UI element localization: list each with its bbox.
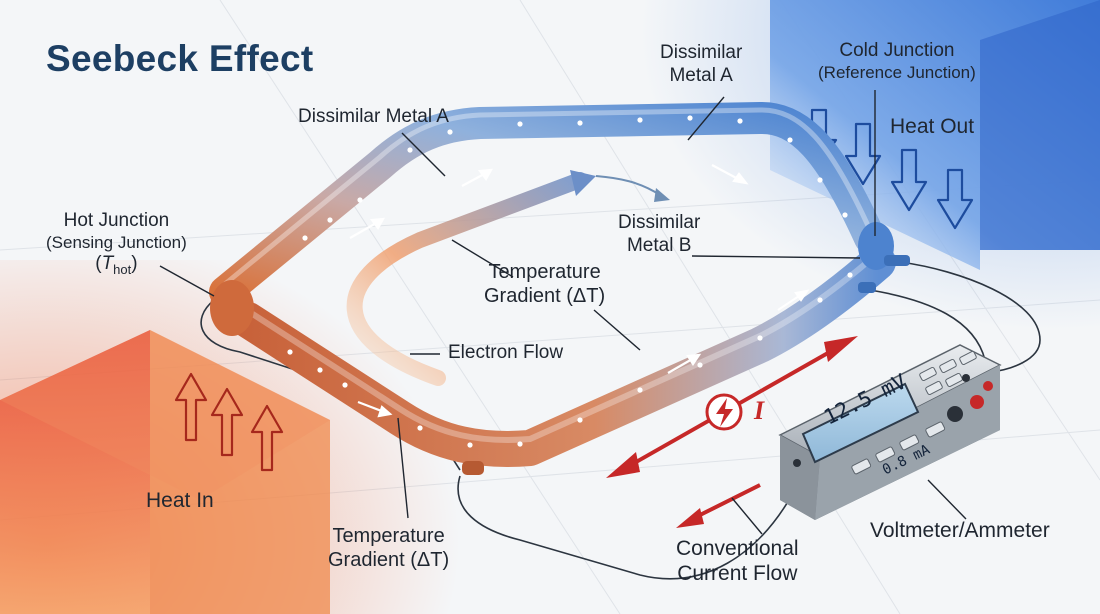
label-heat-in: Heat In (146, 489, 214, 512)
current-symbol-circle (705, 393, 743, 431)
label-metal-a-right: Dissimilar Metal A (660, 42, 743, 86)
page-title: Seebeck Effect (46, 38, 314, 79)
label-cold-junction: Cold Junction (Reference Junction) (818, 40, 976, 82)
label-electron-flow: Electron Flow (448, 342, 564, 363)
hot-block (0, 330, 330, 614)
label-conventional-current: Conventional Current Flow (676, 537, 799, 586)
label-voltmeter: Voltmeter/Ammeter (870, 519, 1050, 542)
leader-lines (159, 90, 967, 535)
electron-flow-arrow (346, 170, 670, 386)
label-metal-b: Dissimilar Metal B (618, 212, 701, 256)
tube-metal-b (230, 244, 896, 467)
junction-caps (210, 222, 910, 475)
label-hot-junction: Hot Junction (Sensing Junction) (Thot) (46, 210, 187, 277)
label-t-hot: (Thot) (95, 253, 138, 277)
label-metal-a-top: Dissimilar Metal A (298, 106, 449, 127)
electron-dots (287, 115, 853, 448)
current-symbol: I (754, 396, 765, 425)
voltmeter-body (778, 344, 1002, 520)
label-temp-gradient-bottom: Temperature Gradient (ΔT) (328, 525, 450, 571)
label-heat-out: Heat Out (890, 115, 975, 138)
label-temp-gradient-center: Temperature Gradient (ΔT) (484, 261, 606, 307)
heat-in-arrows (174, 372, 284, 472)
electron-arrows (349, 164, 810, 418)
